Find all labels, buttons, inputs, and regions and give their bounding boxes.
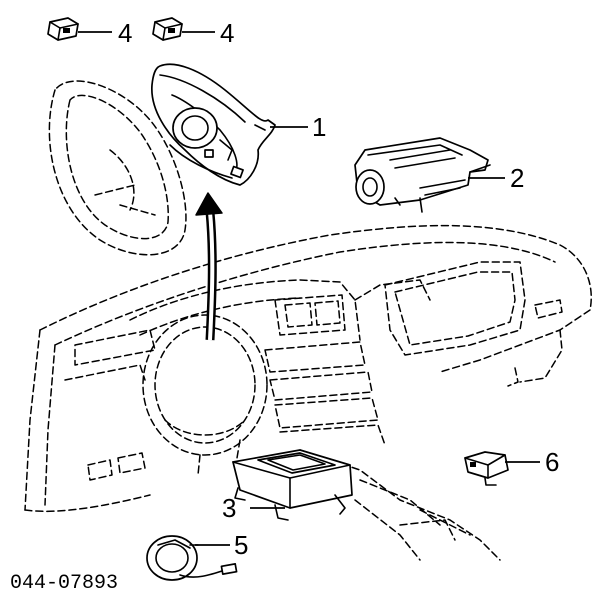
steering-wheel-lower: [142, 314, 268, 476]
front-sensor-left: [47, 17, 79, 41]
callout-label-4-right: 4: [220, 18, 234, 48]
callout-label-6: 6: [545, 447, 559, 477]
steering-wheel-upper: [48, 80, 187, 256]
callout-label-4-left: 4: [118, 18, 132, 48]
installation-arrow: [195, 192, 223, 341]
steering-wheel-pad: [151, 63, 276, 186]
front-sensor-right: [152, 17, 183, 41]
center-sensor-unit: [232, 449, 353, 521]
spiral-cable: [146, 535, 238, 581]
passenger-airbag: [354, 137, 491, 213]
callout-label-3: 3: [222, 493, 236, 523]
callout-label-5: 5: [234, 530, 248, 560]
figure-code: 044-07893: [10, 572, 118, 595]
callout-label-2: 2: [510, 163, 524, 193]
callout-label-1: 1: [312, 112, 326, 142]
dashboard-outline: [24, 224, 592, 561]
side-sensor: [464, 451, 509, 486]
